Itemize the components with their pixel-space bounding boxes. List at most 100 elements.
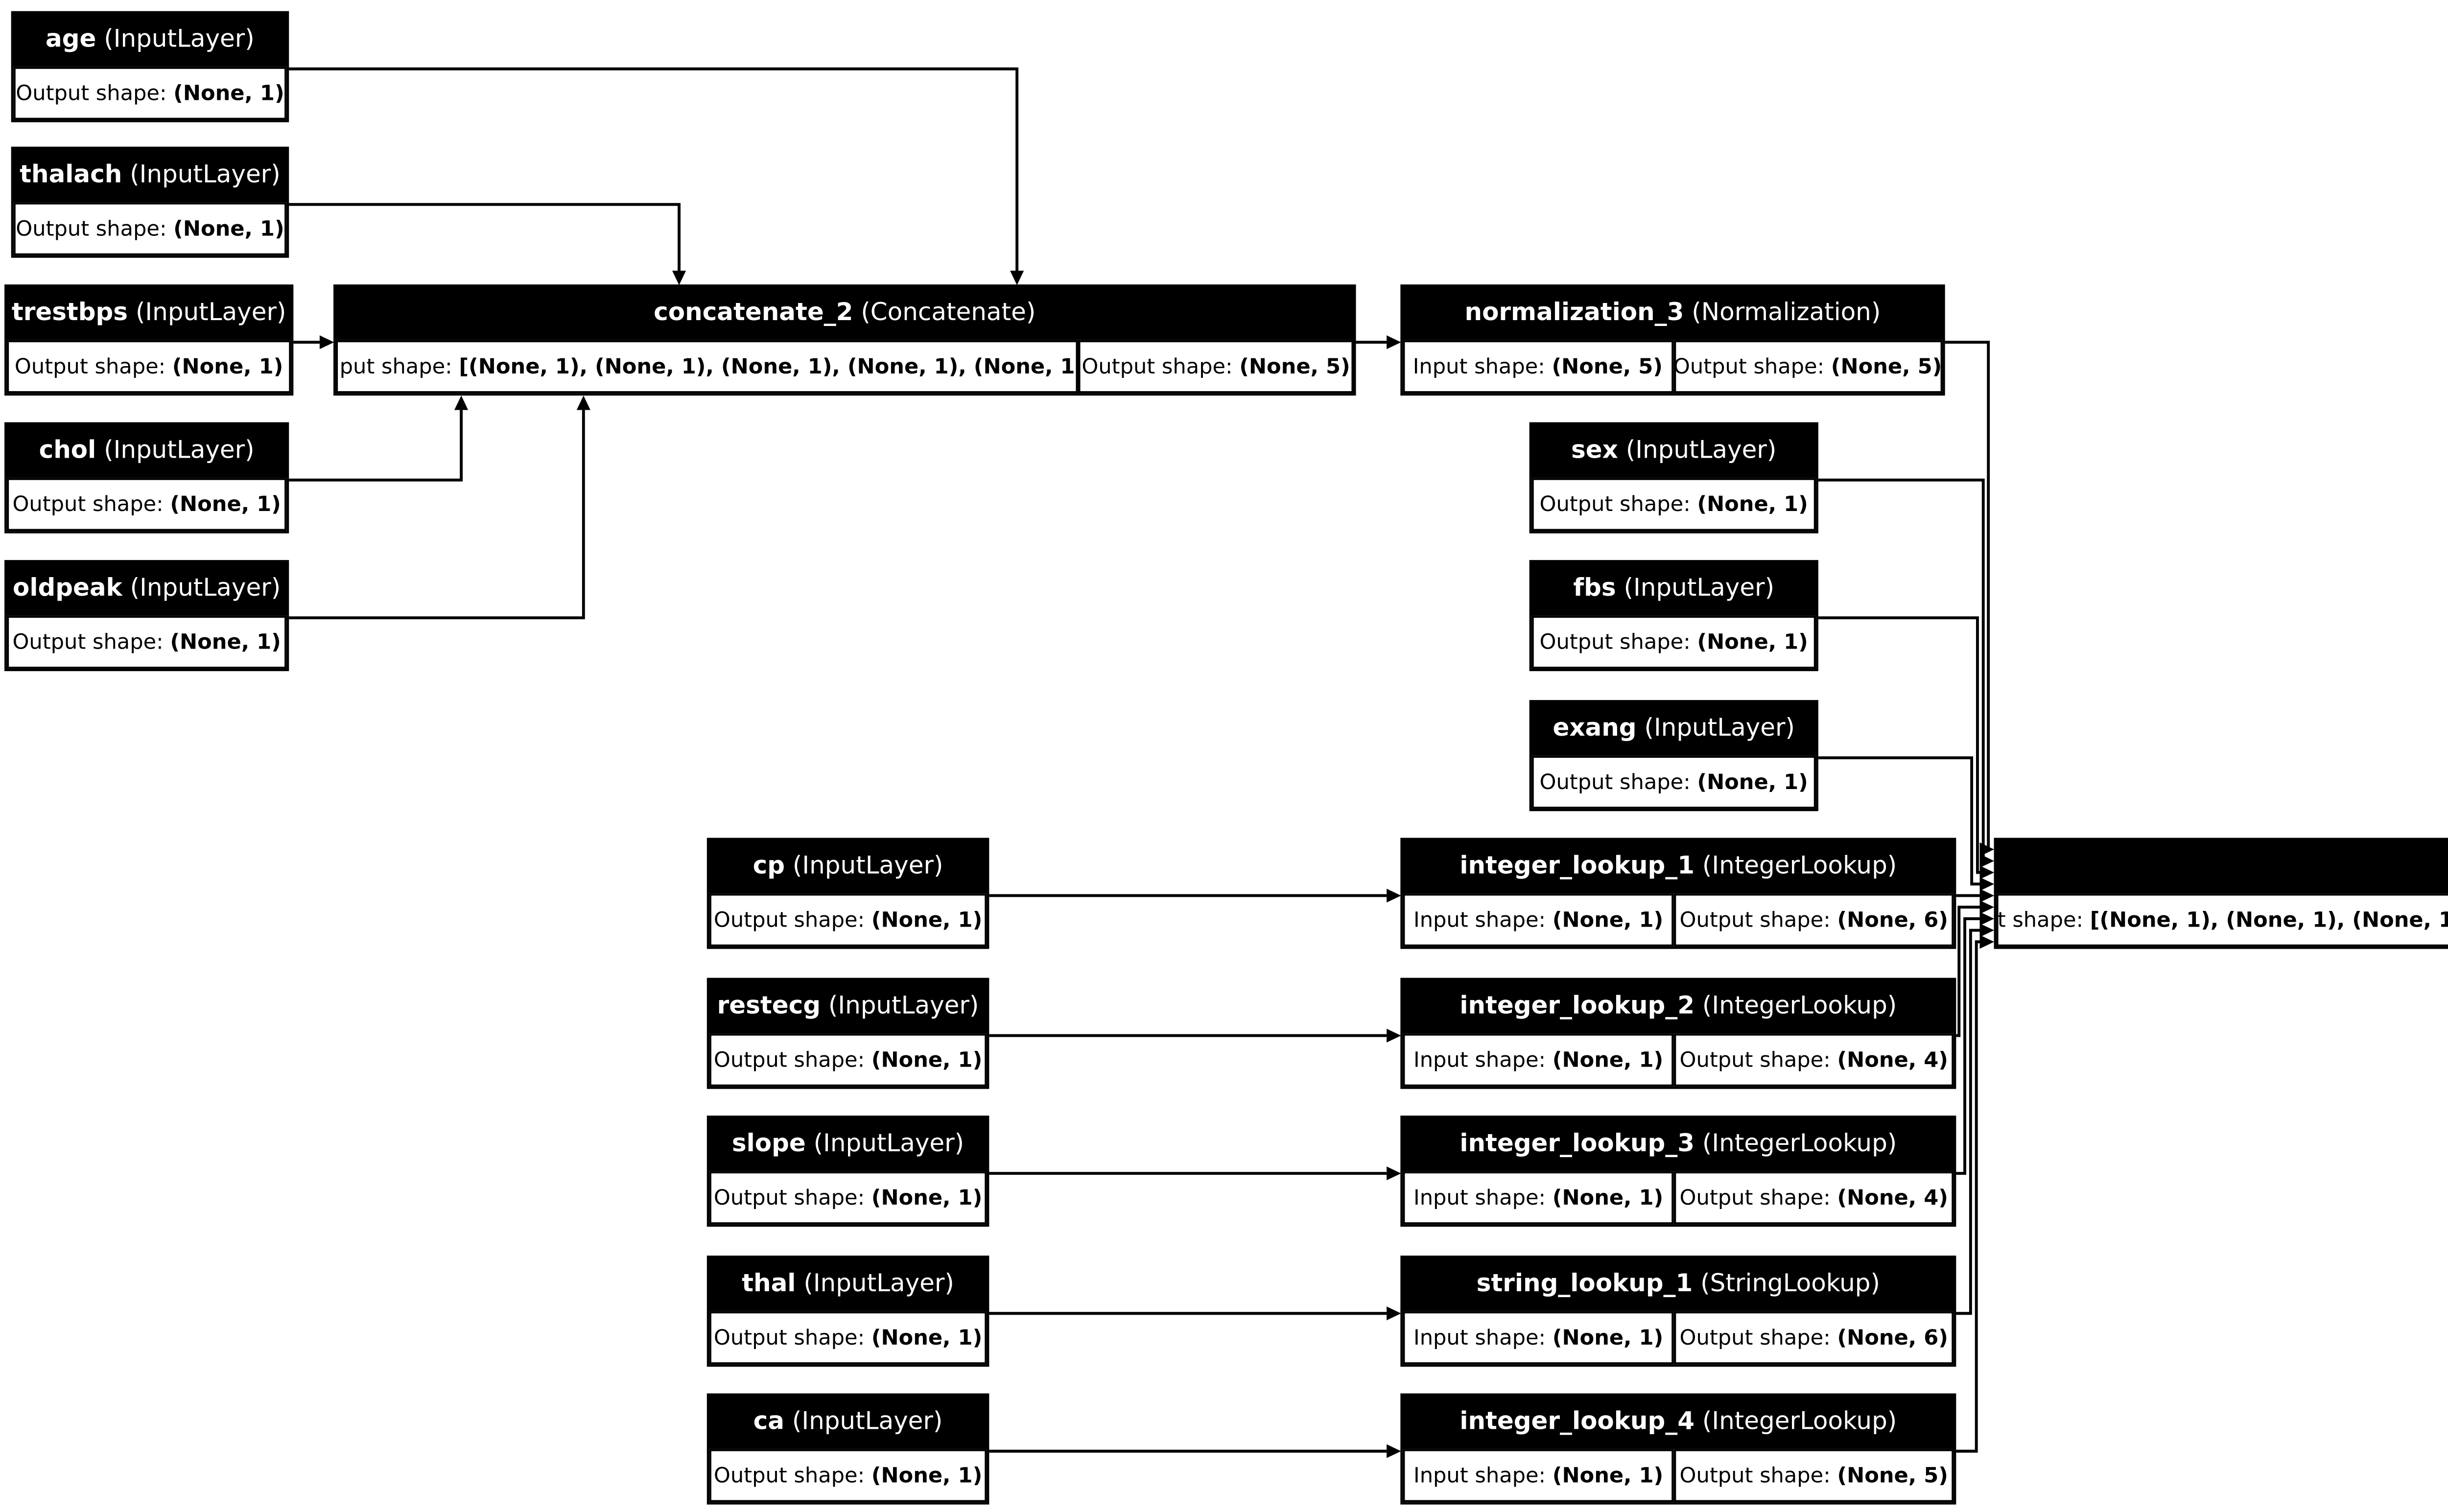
node-title: cp(InputLayer) xyxy=(709,838,987,894)
shape-label: Input shape: xyxy=(1412,354,1545,379)
shape-label: Output shape: xyxy=(713,1186,865,1210)
shape-label: Input shape: xyxy=(1413,1463,1546,1488)
layer-type: (Concatenate) xyxy=(861,298,1036,327)
output-shape-cell: Output shape:(None, 6) xyxy=(1674,1311,1954,1365)
edge-integer_lookup_1-to-concatenate_3 xyxy=(1956,888,1994,903)
shape-value: (None, 4) xyxy=(1837,1186,1948,1210)
layer-name: restecg xyxy=(717,991,821,1021)
node-title: thalach (InputLayer) xyxy=(14,147,287,203)
shape-label: Output shape: xyxy=(713,907,865,932)
shape-value: [(None, 1), (None, 1), (None, 1), (None,… xyxy=(2090,907,2448,932)
node-concatenate_2: concatenate_2(Concatenate) Input shape: [… xyxy=(333,284,1356,396)
output-shape-cell: Output shape:(None, 1) xyxy=(1531,756,1816,809)
layer-name: string_lookup_1 xyxy=(1476,1269,1693,1298)
shape-value: (None, 1) xyxy=(871,1463,983,1488)
layer-name: integer_lookup_4 xyxy=(1459,1407,1695,1436)
edge-string_lookup_1-to-concatenate_3 xyxy=(1956,923,1994,1315)
output-shape-cell: Output shape:(None, 1) xyxy=(1531,478,1816,531)
node-integer_lookup_3: integer_lookup_3(IntegerLookup) Input sh… xyxy=(1400,1116,1956,1227)
layer-name: slope xyxy=(731,1129,806,1158)
shape-value: [(None, 1), (None, 1), (None, 1), (None,… xyxy=(459,354,1079,379)
shape-value: (None, 1) xyxy=(1552,1186,1664,1210)
shape-value: (None, 6) xyxy=(1837,1326,1948,1350)
shape-value: (None, 1) xyxy=(1697,770,1808,795)
layer-type: (InputLayer) xyxy=(1625,436,1777,465)
shape-label: Output shape: xyxy=(713,1047,865,1072)
layer-type: (IntegerLookup) xyxy=(1702,851,1897,881)
edge-thal-to-string_lookup_1 xyxy=(989,1306,1401,1321)
node-ca: ca(InputLayer) Output shape:(None, 1) xyxy=(706,1393,989,1505)
node-concatenate_3: concatenate_3(Concatenate) Input shape:[… xyxy=(1994,837,2448,949)
shape-label: Output shape: xyxy=(16,216,167,241)
layer-type: (InputLayer) xyxy=(130,573,281,603)
node-thalach: thalach (InputLayer) Output shape:(None, … xyxy=(11,146,289,258)
node-title: string_lookup_1(StringLookup) xyxy=(1403,1256,1954,1311)
shape-label: Output shape: xyxy=(1679,1326,1831,1350)
node-title: normalization_3(Normalization) xyxy=(1403,284,1942,340)
edge-age-to-concatenate_2 xyxy=(289,67,1024,285)
layer-name: fbs xyxy=(1573,573,1616,603)
node-title: integer_lookup_2(IntegerLookup) xyxy=(1403,978,1954,1034)
shape-value: (None, 1) xyxy=(170,492,281,517)
layer-type: (InputLayer) xyxy=(1624,573,1775,603)
input-shape-cell: Input shape:(None, 1) xyxy=(1403,1311,1674,1365)
layer-name: sex xyxy=(1571,436,1618,465)
node-title: integer_lookup_4(IntegerLookup) xyxy=(1403,1394,1954,1449)
layer-name: integer_lookup_3 xyxy=(1459,1129,1695,1158)
layer-name: age xyxy=(46,24,96,54)
shape-value: (None, 6) xyxy=(1837,907,1948,932)
output-shape-cell: Output shape:(None, 1) xyxy=(709,1171,987,1225)
layer-name: ca xyxy=(753,1407,784,1436)
output-shape-cell: Output shape:(None, 5) xyxy=(1078,340,1354,394)
output-shape-cell: Output shape:(None, 1) xyxy=(7,340,291,394)
output-shape-cell: Output shape:(None, 1) xyxy=(709,1311,987,1365)
edge-integer_lookup_2-to-concatenate_3 xyxy=(1956,900,1994,1037)
edge-concatenate_2-to-normalization_3 xyxy=(1356,335,1401,349)
input-shape-cell: Input shape:(None, 5) xyxy=(1403,340,1673,394)
shape-label: Output shape: xyxy=(713,1463,865,1488)
shape-label: Output shape: xyxy=(12,492,164,517)
shape-label: Input shape: xyxy=(1413,907,1546,932)
shape-value: (None, 1) xyxy=(871,1047,983,1072)
node-title: concatenate_3(Concatenate) xyxy=(1997,838,2448,894)
shape-label: Output shape: xyxy=(1679,1047,1831,1072)
output-shape-cell: Output shape:(None, 1) xyxy=(7,478,287,531)
node-title: chol(InputLayer) xyxy=(7,422,286,478)
shape-value: (None, 1) xyxy=(1552,907,1664,932)
shape-value: (None, 1) xyxy=(173,216,284,241)
node-age: age(InputLayer) Output shape:(None, 1) xyxy=(11,11,289,122)
input-shape-cell: Input shape:[(None, 1), (None, 1), (None… xyxy=(1996,894,2448,947)
node-thal: thal(InputLayer) Output shape:(None, 1) xyxy=(706,1256,989,1367)
shape-label: Input shape: xyxy=(1413,1186,1546,1210)
shape-value: (None, 1) xyxy=(1552,1326,1664,1350)
input-shape-cell: Input shape:(None, 1) xyxy=(1403,1171,1674,1225)
shape-value: (None, 1) xyxy=(871,1186,983,1210)
node-title: age (InputLayer) xyxy=(14,11,287,67)
layer-type: (InputLayer) xyxy=(104,24,255,54)
shape-label: Output shape: xyxy=(1539,630,1691,655)
layer-name: thal xyxy=(742,1269,796,1298)
layer-type: (IntegerLookup) xyxy=(1702,1129,1897,1158)
edge-oldpeak-to-concatenate_2 xyxy=(289,395,590,620)
shape-label: Input shape: xyxy=(338,354,452,379)
shape-value: (None, 1) xyxy=(170,630,281,655)
node-title: concatenate_2(Concatenate) xyxy=(336,284,1354,340)
node-title: thal(InputLayer) xyxy=(709,1256,987,1311)
node-fbs: fbs(InputLayer) Output shape:(None, 1) xyxy=(1529,560,1818,672)
layer-name: integer_lookup_1 xyxy=(1459,851,1695,881)
layer-type: (InputLayer) xyxy=(130,160,281,189)
shape-label: Input shape: xyxy=(1413,1047,1546,1072)
output-shape-cell: Output shape:(None, 1) xyxy=(13,203,287,256)
input-shape-cell: Input shape:(None, 1) xyxy=(1403,894,1674,947)
shape-label: Output shape: xyxy=(1679,1463,1831,1488)
layer-name: thalach xyxy=(20,160,122,189)
node-title: fbs (InputLayer) xyxy=(1532,560,1816,616)
layer-type: (InputLayer) xyxy=(135,298,286,327)
edge-exang-to-concatenate_3 xyxy=(1818,756,1994,891)
shape-label: Output shape: xyxy=(713,1326,865,1350)
node-cp: cp(InputLayer) Output shape:(None, 1) xyxy=(706,837,989,949)
layer-type: (IntegerLookup) xyxy=(1702,1407,1897,1436)
node-string_lookup_1: string_lookup_1(StringLookup) Input shap… xyxy=(1400,1256,1956,1367)
